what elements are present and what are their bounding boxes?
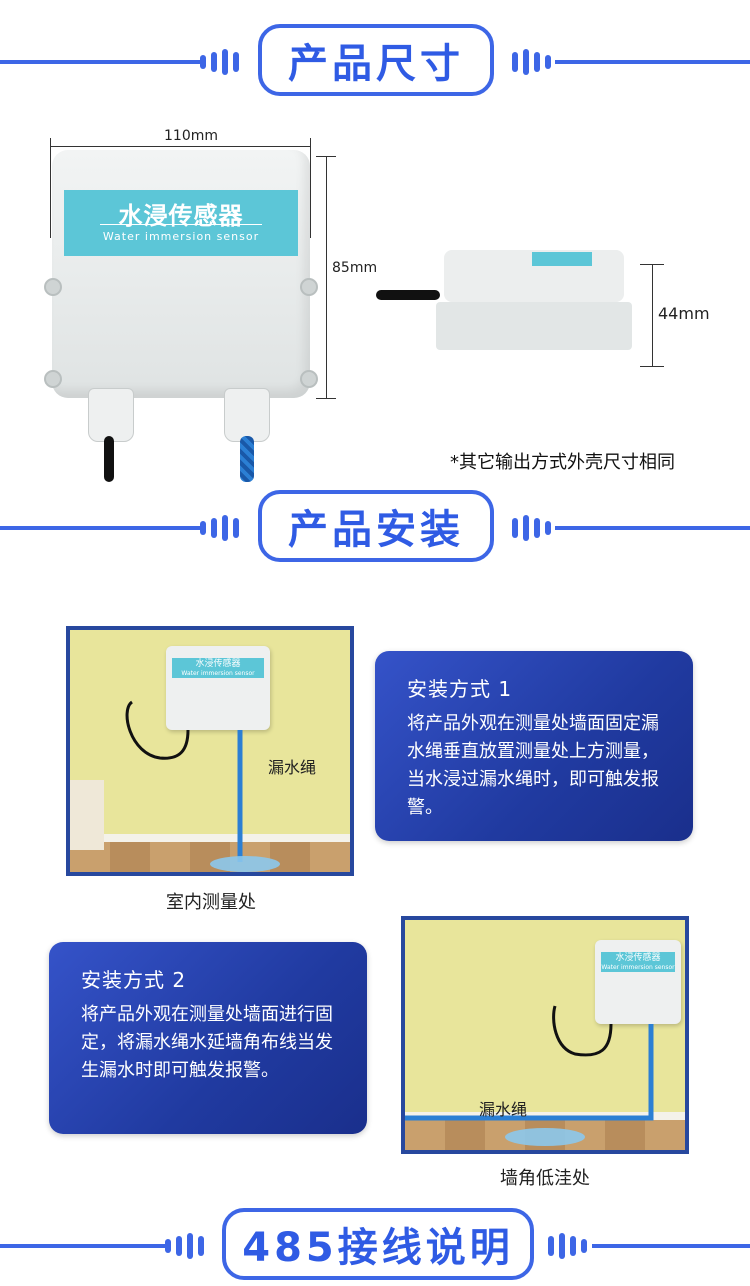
black-cable (104, 436, 114, 482)
install-section-header: 产品安装 (0, 488, 750, 568)
height-tick-top (316, 156, 336, 157)
leak-rope (240, 436, 254, 482)
sensor-side-image (436, 250, 632, 360)
header-line-left (0, 1244, 165, 1248)
header-line-right (555, 60, 750, 64)
height-tick-bottom (316, 398, 336, 399)
header-ticks-right (512, 514, 551, 542)
header-ticks-left (165, 1232, 204, 1260)
height-dimension-line (326, 156, 327, 398)
header-ticks-right (548, 1232, 587, 1260)
mount-screw (44, 278, 62, 296)
method2-card: 安装方式 2 将产品外观在测量处墙面进行固定，将漏水绳水延墙角布线当发生漏水时即… (49, 942, 367, 1134)
depth-dimension-label: 44mm (658, 304, 710, 323)
mount-screw (44, 370, 62, 388)
depth-tick-bottom (640, 366, 664, 367)
cable-drawing (125, 700, 243, 862)
depth-dimension-line (652, 264, 653, 366)
size-section-header: 产品尺寸 (0, 22, 750, 102)
wiring-section-header: 485接线说明 (0, 1206, 750, 1286)
width-dimension-label: 110mm (164, 128, 218, 144)
method1-title: 安装方式 1 (407, 677, 513, 701)
wiring-section-title: 485接线说明 (222, 1208, 534, 1280)
shell-size-note: *其它输出方式外壳尺寸相同 (450, 452, 675, 473)
cable-gland (224, 388, 270, 442)
cable-gland (88, 388, 134, 442)
method1-caption: 室内测量处 (166, 892, 256, 913)
cable-drawing (405, 1005, 654, 1121)
header-ticks-left (200, 48, 239, 76)
header-line-right (555, 526, 750, 530)
leak-rope-label: 漏水绳 (268, 758, 317, 777)
height-dimension-label: 85mm (332, 260, 378, 276)
size-section-title: 产品尺寸 (258, 24, 494, 96)
width-tick-right (310, 138, 311, 238)
water-puddle (210, 856, 280, 872)
header-ticks-right (512, 48, 551, 76)
depth-tick-top (640, 264, 664, 265)
width-dimension-line (50, 146, 310, 147)
method1-card: 安装方式 1 将产品外观在测量处墙面固定漏水绳垂直放置测量处上方测量，当水浸过漏… (375, 651, 693, 841)
method2-text: 将产品外观在测量处墙面进行固定，将漏水绳水延墙角布线当发生漏水时即可触发报警。 (81, 1004, 333, 1081)
header-line-right (592, 1244, 750, 1248)
install-section-title: 产品安装 (258, 490, 494, 562)
water-puddle (505, 1128, 585, 1146)
sensor-label-en: Water immersion sensor (102, 230, 260, 243)
mount-screw (300, 370, 318, 388)
header-ticks-left (200, 514, 239, 542)
sensor-label: 水浸传感器 Water immersion sensor (64, 190, 298, 256)
header-line-left (0, 526, 200, 530)
method2-title: 安装方式 2 (81, 968, 187, 992)
width-tick-left (50, 138, 51, 238)
leak-rope-label: 漏水绳 (479, 1100, 528, 1119)
sensor-front-image: 水浸传感器 Water immersion sensor (44, 150, 318, 398)
method2-caption: 墙角低洼处 (500, 1168, 590, 1189)
mount-screw (300, 278, 318, 296)
side-black-cable (376, 290, 440, 300)
header-line-left (0, 60, 200, 64)
method1-text: 将产品外观在测量处墙面固定漏水绳垂直放置测量处上方测量，当水浸过漏水绳时，即可触… (407, 713, 659, 818)
sofa-corner (70, 780, 104, 850)
sensor-label-cn: 水浸传感器 (118, 202, 244, 230)
